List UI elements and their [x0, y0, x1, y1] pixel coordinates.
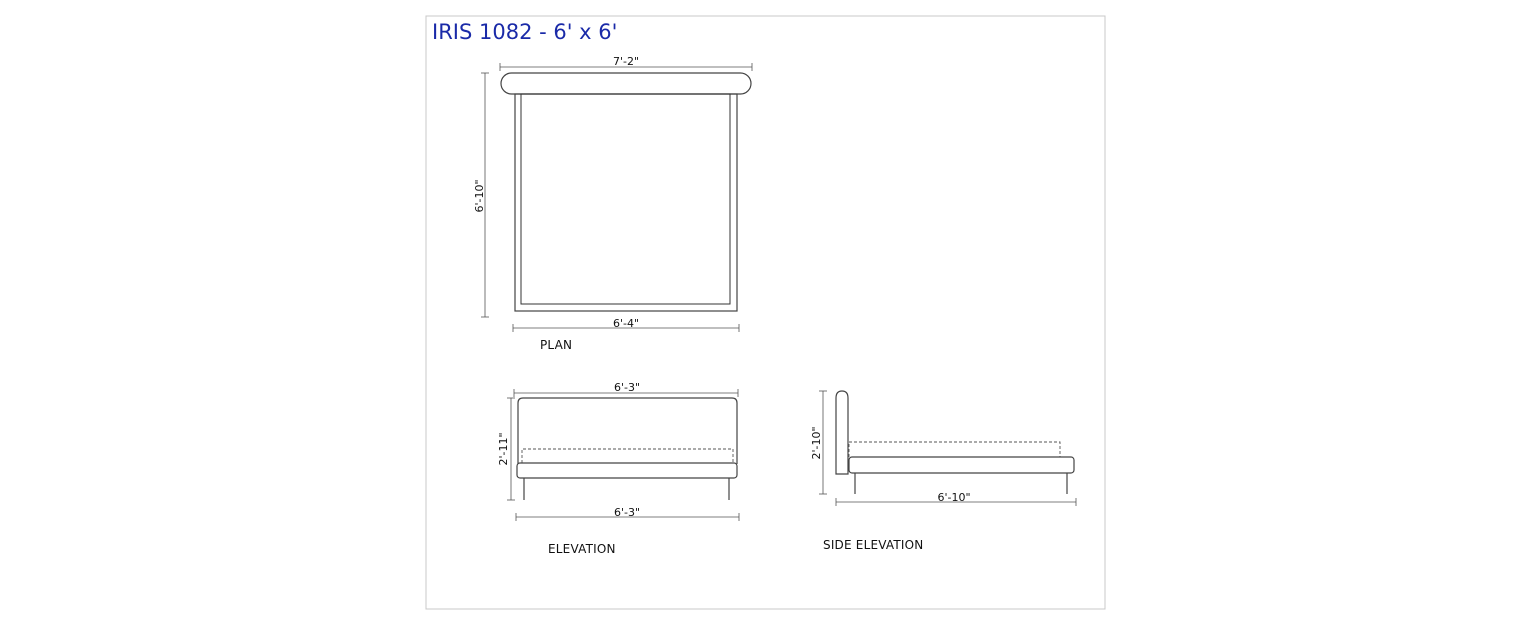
- side-dim-bottom: 6'-10": [937, 491, 970, 504]
- elevation-mattress: [521, 448, 734, 463]
- sheet-border: [425, 15, 1106, 610]
- elevation-view: 6'-3" 2'-11" 6'-3" ELEVATION: [497, 381, 740, 556]
- elevation-dim-left: 2'-11": [497, 432, 510, 465]
- elevation-dim-top: 6'-3": [614, 381, 640, 394]
- elevation-frame: [516, 462, 738, 479]
- plan-dim-left: 6'-10": [473, 179, 486, 212]
- drawing-title: IRIS 1082 - 6' x 6': [432, 20, 617, 44]
- side-frame: [848, 456, 1075, 474]
- side-elevation-caption: SIDE ELEVATION: [823, 538, 923, 552]
- side-mattress: [848, 441, 1061, 457]
- plan-frame-inner: [520, 93, 731, 305]
- plan-dim-top: 7'-2": [613, 55, 639, 68]
- side-elevation-view: 2'-10" 6'-10" SIDE ELEVATION: [810, 390, 1077, 552]
- side-dim-left: 2'-10": [810, 426, 823, 459]
- elevation-caption: ELEVATION: [548, 542, 616, 556]
- plan-dim-bottom: 6'-4": [613, 317, 639, 330]
- plan-caption: PLAN: [540, 338, 572, 352]
- plan-view: 7'-2" 6'-10" 6'-4" PLAN: [473, 55, 753, 352]
- elevation-dim-bottom: 6'-3": [614, 506, 640, 519]
- elevation-headboard: [517, 397, 738, 464]
- side-headboard: [835, 390, 849, 475]
